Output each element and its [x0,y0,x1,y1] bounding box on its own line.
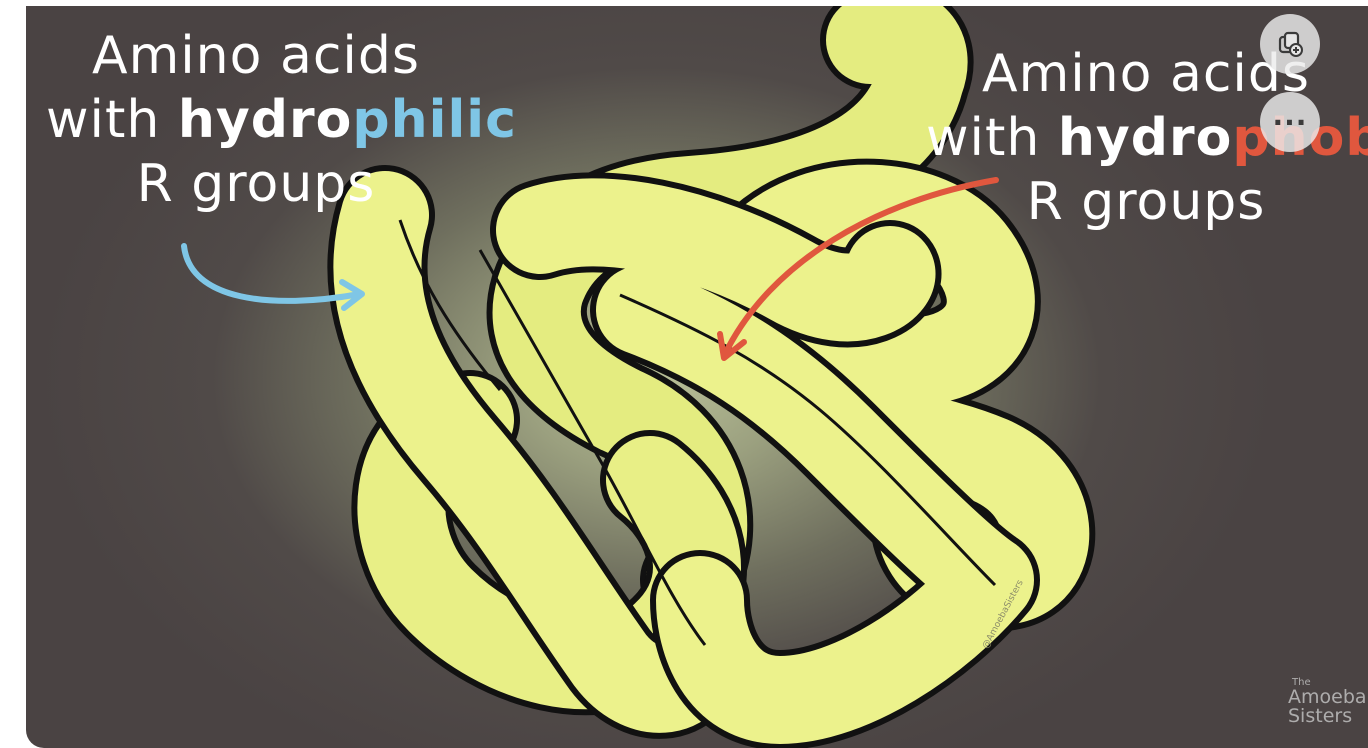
copy-add-icon [1276,30,1304,58]
image-frame: Amino acids with hydrophilic R groups Am… [26,6,1368,748]
left-label-line2: with hydrophilic [46,88,466,152]
left-label-with: with [46,90,178,150]
amoeba-sisters-watermark: The Amoeba Sisters [1288,678,1368,726]
watermark-sisters: Sisters [1288,707,1368,726]
more-options-button[interactable]: ··· [1260,92,1320,152]
right-label-with: with [926,108,1058,168]
copy-add-button[interactable] [1260,14,1320,74]
left-label-hydro: hydro [178,90,353,150]
left-label-line3: R groups [46,152,466,216]
left-label-philic: philic [352,90,517,150]
right-label-line3: R groups [926,170,1366,234]
hydrophilic-label: Amino acids with hydrophilic R groups [46,24,466,216]
left-label-line1: Amino acids [46,24,466,88]
more-icon: ··· [1273,106,1308,139]
right-label-hydro: hydro [1058,108,1233,168]
